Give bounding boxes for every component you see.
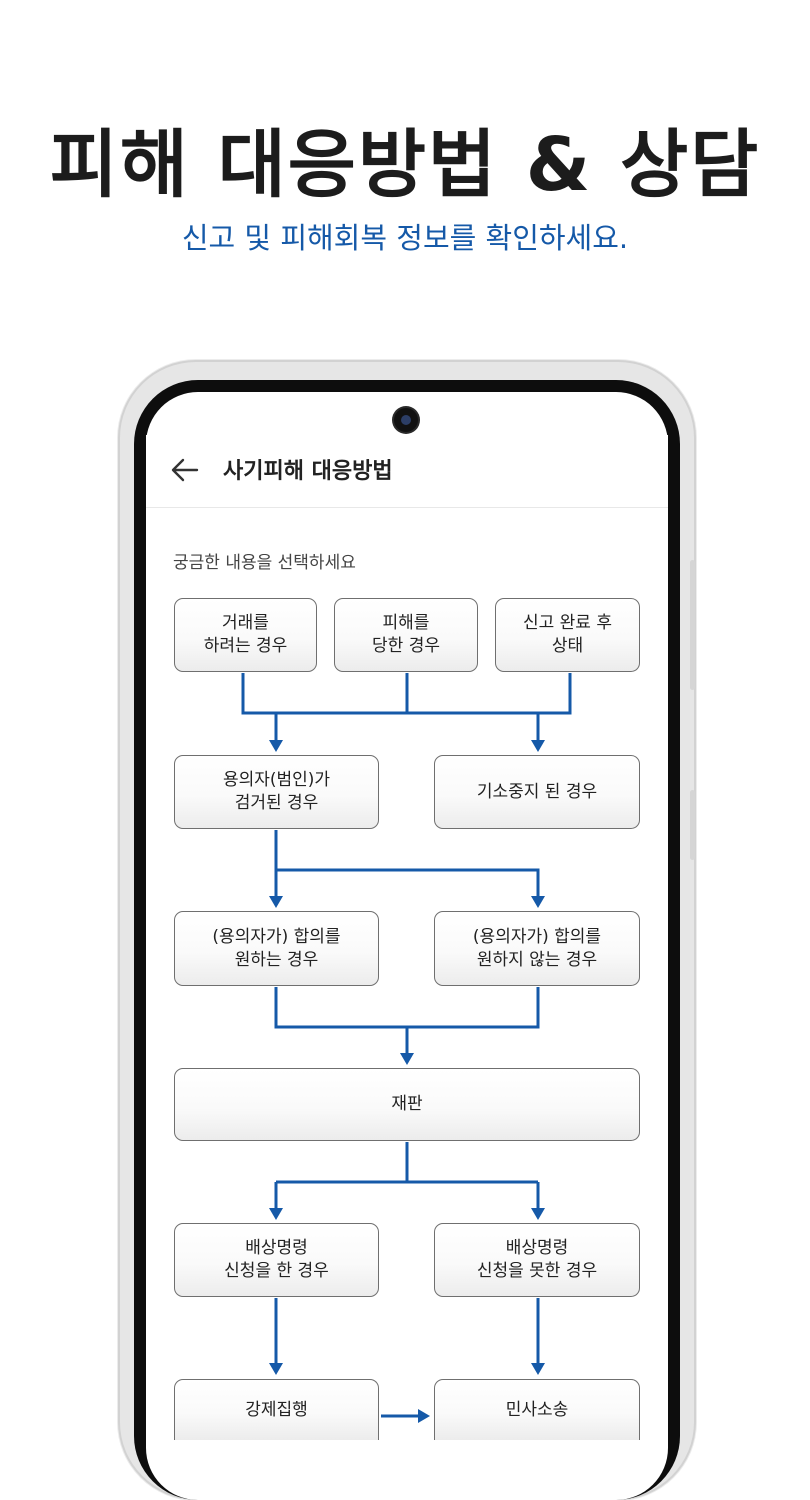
flow-box-label: (용의자가) 합의를 원하는 경우 [212,926,341,970]
promo-title: 피해 대응방법 & 상담 [49,122,761,208]
flow-box-label: 거래를 하려는 경우 [203,613,288,656]
flow-box-enforcement[interactable]: 강제집행 [174,1379,379,1440]
flow-box-label: 용의자(범인)가 검거된 경우 [222,770,331,813]
flow-box-report-done[interactable]: 신고 완료 후 상태 [495,598,640,672]
flow-box-label: 재판 [391,1094,423,1114]
flow-box-trial[interactable]: 재판 [174,1068,640,1141]
app-bar: 사기피해 대응방법 [146,435,668,508]
page-title: 사기피해 대응방법 [223,459,393,484]
flow-box-label: 배상명령 신청을 못한 경우 [476,1238,598,1281]
flow-box-suspect-caught[interactable]: 용의자(범인)가 검거된 경우 [174,755,379,829]
flow-box-victim[interactable]: 피해를 당한 경우 [334,598,478,672]
flow-box-no-settlement[interactable]: (용의자가) 합의를 원하지 않는 경우 [434,911,640,986]
selection-prompt: 궁금한 내용을 선택하세요 [173,553,356,573]
flow-box-label: 기소중지 된 경우 [476,781,598,802]
flow-box-label: 강제집행 [245,1399,308,1420]
flow-box-label: 민사소송 [505,1399,569,1420]
flow-box-trading[interactable]: 거래를 하려는 경우 [174,598,317,672]
flow-box-compensation-not-applied[interactable]: 배상명령 신청을 못한 경우 [434,1223,640,1297]
front-camera-icon [394,408,418,432]
flow-box-label: 배상명령 신청을 한 경우 [224,1238,329,1281]
flow-box-wants-settlement[interactable]: (용의자가) 합의를 원하는 경우 [174,911,379,986]
flow-box-label: (용의자가) 합의를 원하지 않는 경우 [472,926,602,970]
flow-box-civil-suit[interactable]: 민사소송 [434,1379,640,1440]
flow-box-compensation-applied[interactable]: 배상명령 신청을 한 경우 [174,1223,379,1297]
flow-box-label: 신고 완료 후 상태 [522,613,612,656]
phone-side-button [690,790,695,860]
phone-side-button [690,560,695,690]
flow-box-label: 피해를 당한 경우 [372,613,440,656]
promo-subtitle: 신고 및 피해회복 정보를 확인하세요. [181,221,629,255]
flow-box-indictment-suspended[interactable]: 기소중지 된 경우 [434,755,640,829]
back-arrow-icon[interactable] [170,457,200,483]
